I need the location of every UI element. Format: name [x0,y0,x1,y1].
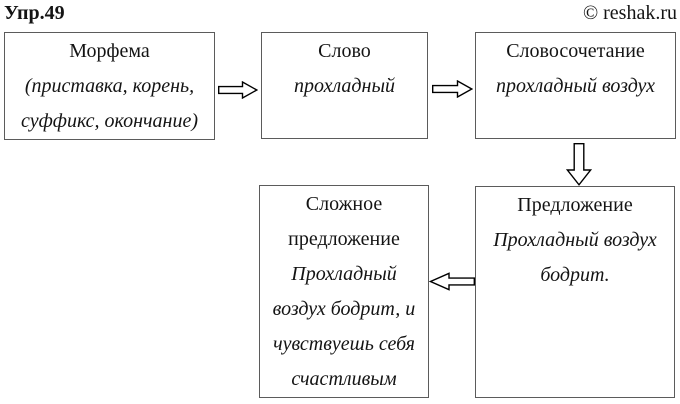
block-arrow-down-icon [566,143,592,186]
box-complex-sentence-example: Прохладный воздух бодрит, и чувствуешь с… [272,263,416,390]
box-phrase-title: Словосочетание [506,40,645,62]
box-phrase-example: прохладный воздух [495,75,656,97]
block-arrow-left-icon [429,272,475,291]
box-phrase: Словосочетание прохладный воздух [475,32,676,139]
box-morpheme: Морфема (приставка, корень, суффикс, око… [4,32,215,140]
box-morpheme-example: (приставка, корень, суффикс, окончание) [20,75,198,132]
box-word-title: Слово [318,40,371,62]
box-sentence: Предложение Прохладный воздух бодрит. [475,186,675,398]
exercise-label: Упр.49 [4,2,65,24]
box-word: Слово прохладный [261,32,428,139]
header-bar: Упр.49 © reshak.ru [0,0,680,25]
block-arrow-right-icon [218,81,258,99]
box-sentence-title: Предложение [517,194,633,216]
box-morpheme-title: Морфема [69,40,150,62]
copyright-text: © reshak.ru [582,2,677,24]
box-complex-sentence-title: Сложное предложение [288,193,400,250]
box-complex-sentence: Сложное предложение Прохладный воздух бо… [259,185,429,398]
box-sentence-example: Прохладный воздух бодрит. [493,229,657,286]
block-arrow-right-icon [432,80,473,98]
box-word-example: прохладный [293,75,396,97]
